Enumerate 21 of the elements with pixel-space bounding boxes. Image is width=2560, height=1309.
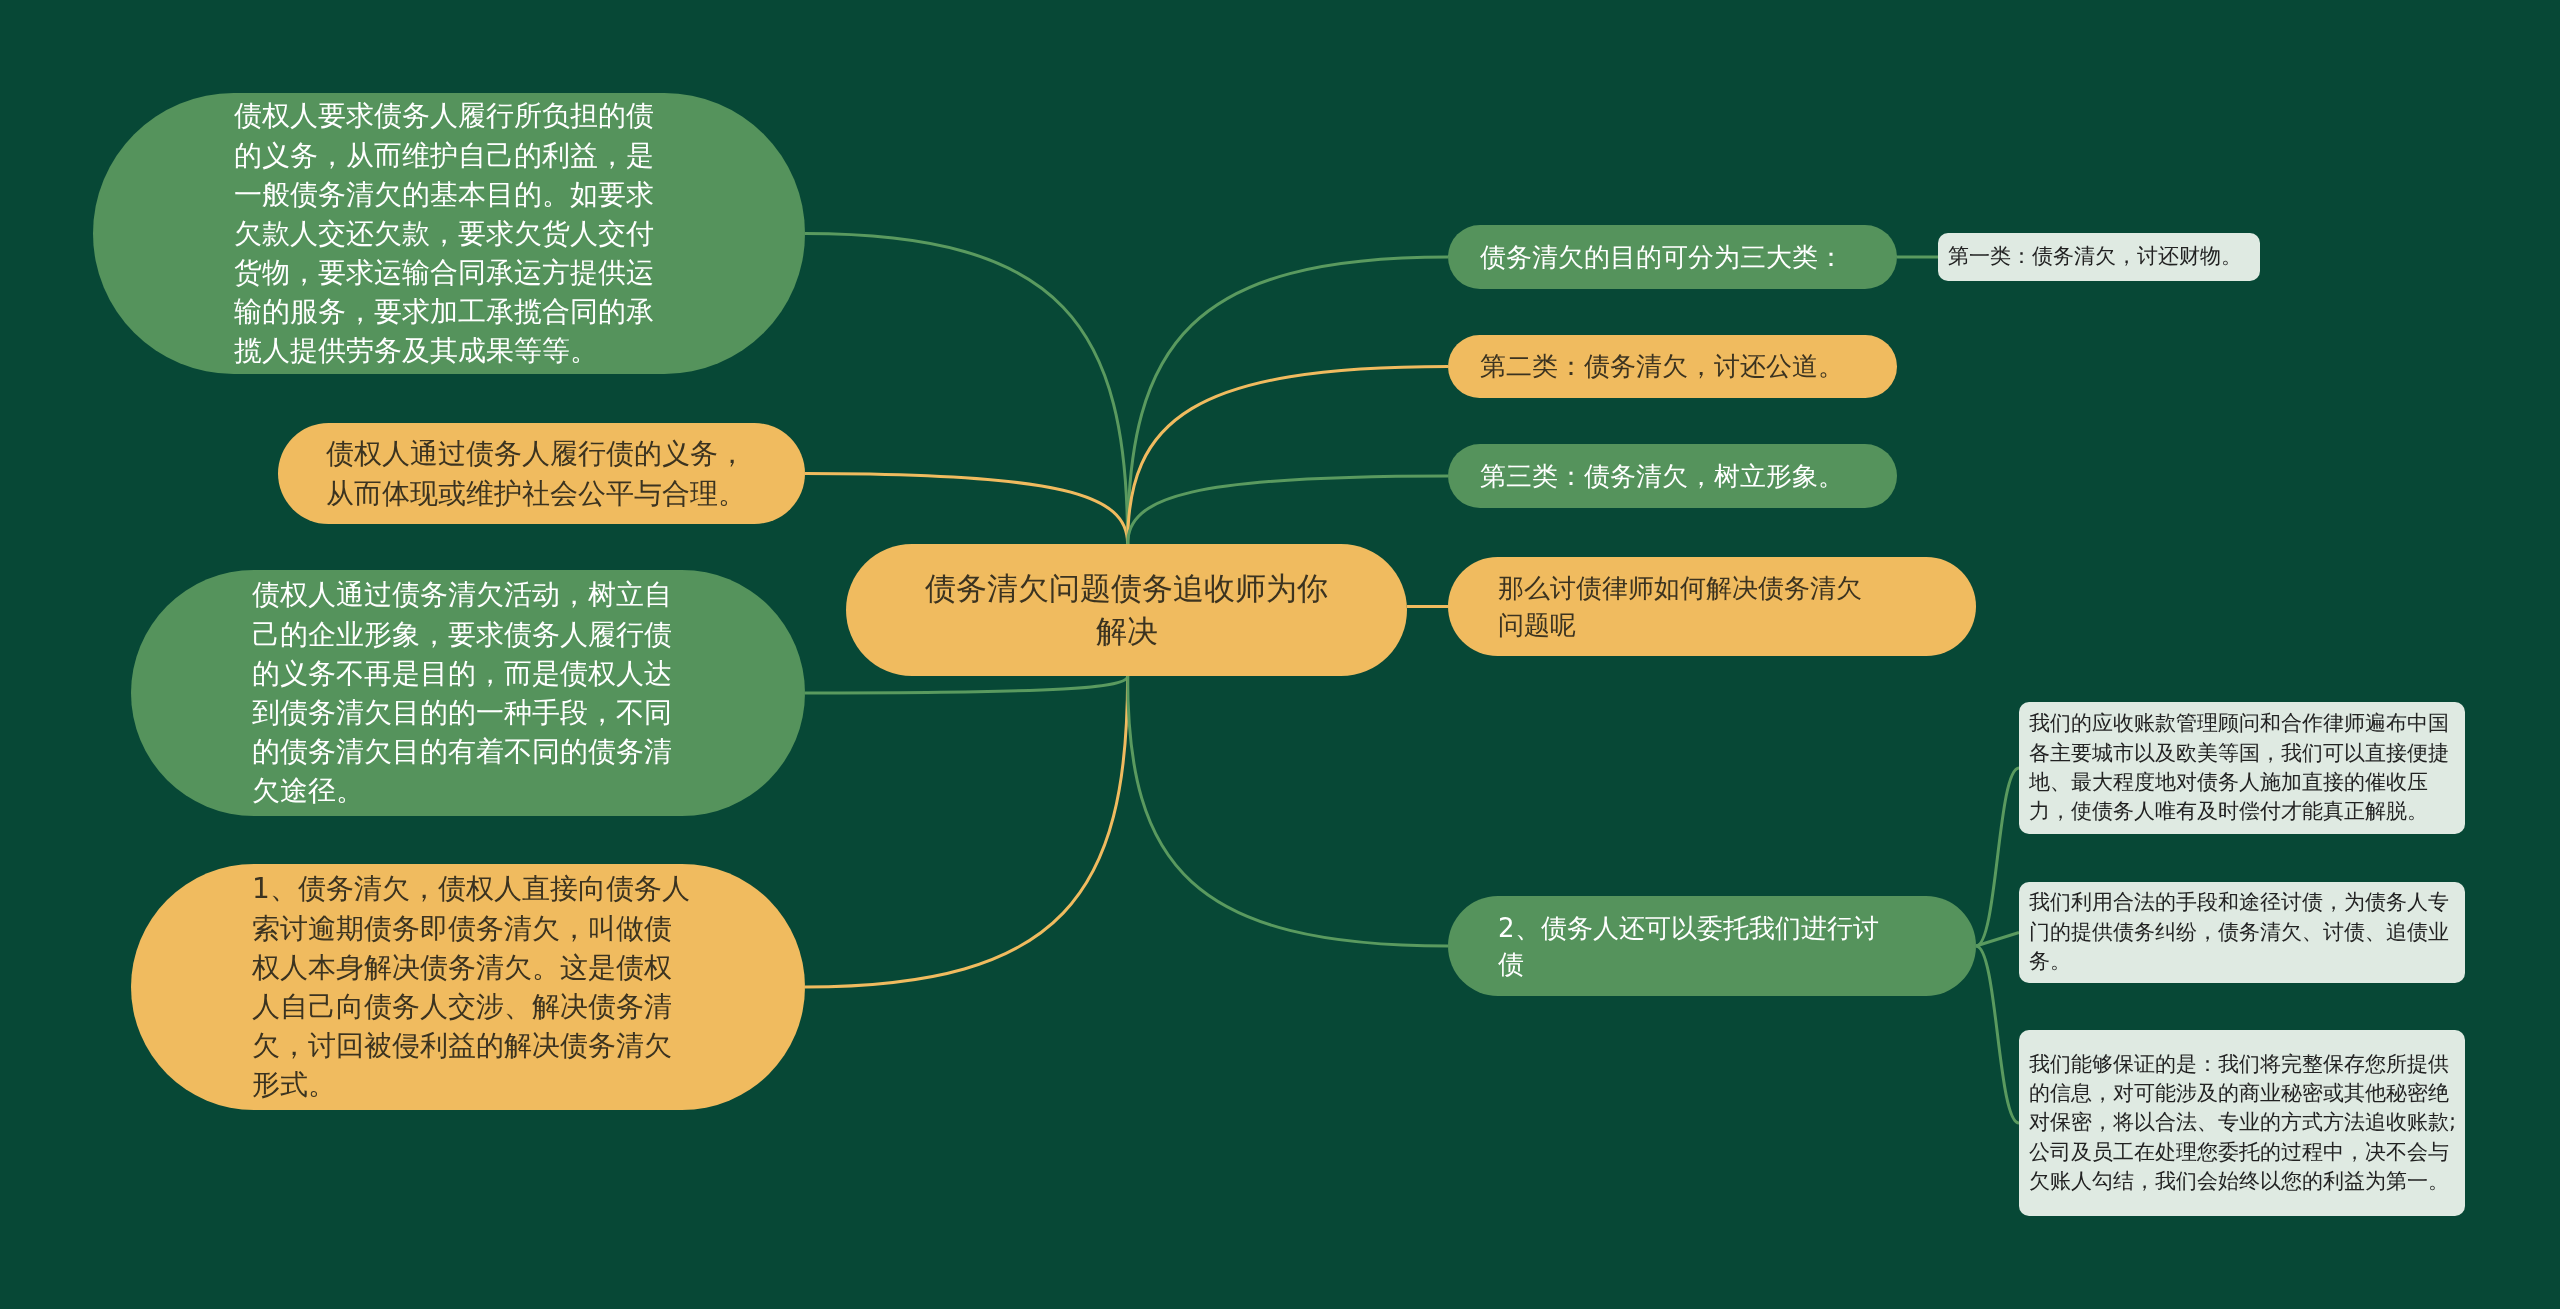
central-topic-pill: 债务清欠问题债务追收师为你解决 bbox=[846, 544, 1407, 676]
connector-line bbox=[805, 675, 1129, 695]
topic-pill: 债权人通过债务人履行债的义务，从而体现或维护社会公平与合理。 bbox=[278, 423, 805, 524]
topic-pill: 债务清欠的目的可分为三大类： bbox=[1448, 225, 1897, 289]
connector-line bbox=[1407, 605, 1448, 608]
topic-pill: 2、债务人还可以委托我们进行讨债 bbox=[1448, 896, 1976, 996]
connector-line bbox=[1126, 675, 1449, 948]
note-box: 第一类：债务清欠，讨还财物。 bbox=[1938, 233, 2260, 281]
note-box: 我们的应收账款管理顾问和合作律师遍布中国各主要城市以及欧美等国，我们可以直接便捷地、最大程度地对债务人施加直接的催收压力，使债务人唯有及时偿付才能真正解脱。 bbox=[2019, 702, 2465, 834]
connector-line bbox=[1975, 931, 2020, 948]
topic-pill: 第二类：债务清欠，讨还公道。 bbox=[1448, 335, 1897, 398]
topic-pill: 债权人要求债务人履行所负担的债的义务，从而维护自己的利益，是一般债务清欠的基本目的。如要求欠款人交还欠款，要求欠货人交付货物，要求运输合同承运方提供运输的服务，要求加工承揽合同的承揽人提供劳务及其成果等等。 bbox=[93, 93, 805, 374]
connector-line bbox=[1975, 944, 2020, 1125]
topic-pill: 那么讨债律师如何解决债务清欠问题呢 bbox=[1448, 557, 1976, 656]
note-box: 我们能够保证的是：我们将完整保存您所提供的信息，对可能涉及的商业秘密或其他秘密绝对保密，将以合法、专业的方式方法追收账款;公司及员工在处理您委托的过程中，决不会与欠账人勾结，我们会始终以您的利益为第一。 bbox=[2019, 1030, 2465, 1216]
connector-line bbox=[1897, 255, 1938, 259]
topic-pill: 1、债务清欠，债权人直接向债务人索讨逾期债务即债务清欠，叫做债权人本身解决债务清欠。这是债权人自己向债务人交涉、解决债务清欠，讨回被侵利益的解决债务清欠形式。 bbox=[131, 864, 805, 1110]
topic-pill: 第三类：债务清欠，树立形象。 bbox=[1448, 444, 1897, 508]
note-box: 我们利用合法的手段和途径讨债，为债务人专门的提供债务纠纷，债务清欠、讨债、追债业务。 bbox=[2019, 882, 2465, 983]
connector-line bbox=[1126, 474, 1448, 545]
topic-pill: 债权人通过债务清欠活动，树立自己的企业形象，要求债务人履行债的义务不再是目的，而是债权人达到债务清欠目的的一种手段，不同的债务清欠目的有着不同的债务清欠途径。 bbox=[131, 570, 805, 816]
